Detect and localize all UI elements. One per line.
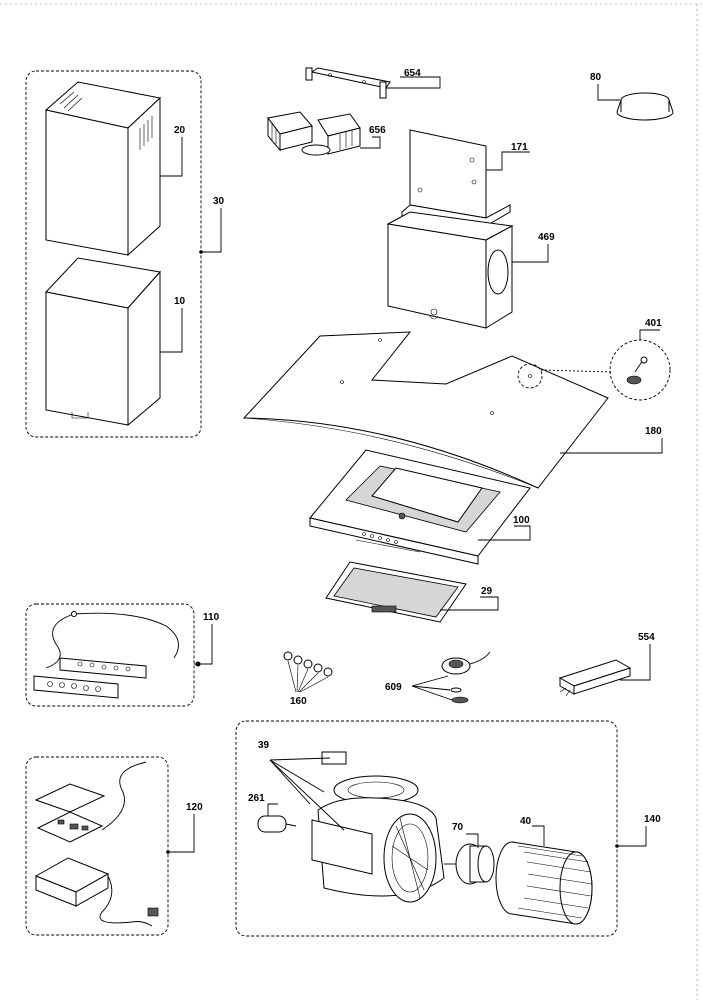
motor-assembly-group-outline	[235, 720, 618, 937]
label-70: 70	[452, 822, 464, 833]
upper-chimney-part	[44, 81, 162, 257]
electronics-parts-120	[34, 761, 159, 927]
electronics-group-outline	[25, 756, 169, 936]
label-401: 401	[645, 318, 662, 329]
lamp-part-609	[441, 651, 491, 704]
label-656: 656	[369, 125, 386, 136]
label-80: 80	[590, 72, 602, 83]
label-469: 469	[538, 232, 555, 243]
label-29: 29	[481, 586, 493, 597]
blower-housing-part	[311, 751, 445, 903]
glass-canopy-part-180	[242, 331, 609, 489]
label-120: 120	[186, 802, 203, 813]
housing-box-part-469	[386, 211, 514, 329]
label-171: 171	[511, 142, 528, 153]
controls-group-outline	[25, 603, 195, 707]
transformer-part-554	[558, 659, 632, 697]
duct-ring-part-80	[616, 92, 674, 121]
label-110: 110	[203, 612, 220, 623]
label-140: 140	[644, 814, 661, 825]
label-20: 20	[174, 125, 186, 136]
motor-part-70	[444, 843, 495, 885]
hood-body-part-100	[309, 449, 531, 565]
label-30: 30	[213, 196, 225, 207]
fan-wheel-part-40	[495, 841, 593, 925]
label-10: 10	[174, 296, 186, 307]
mounting-plate-part-171	[401, 129, 511, 227]
label-654: 654	[404, 68, 421, 79]
knobs-part-160	[283, 651, 333, 693]
label-40: 40	[520, 816, 532, 827]
label-554: 554	[638, 632, 655, 643]
chimney-group-outline	[25, 70, 202, 438]
label-261: 261	[248, 793, 265, 804]
lower-chimney-part	[45, 257, 161, 427]
duct-adapter-part-656	[267, 111, 361, 156]
label-160: 160	[290, 696, 307, 707]
bracket-part-654	[305, 67, 391, 99]
label-180: 180	[645, 426, 662, 437]
control-panel-parts-110	[33, 611, 179, 699]
capacitor-part-261	[257, 815, 297, 833]
grease-filter-part-29	[325, 561, 467, 623]
screw-detail-part-401	[609, 339, 671, 401]
label-39: 39	[258, 740, 270, 751]
label-609: 609	[385, 682, 402, 693]
label-100: 100	[513, 515, 530, 526]
